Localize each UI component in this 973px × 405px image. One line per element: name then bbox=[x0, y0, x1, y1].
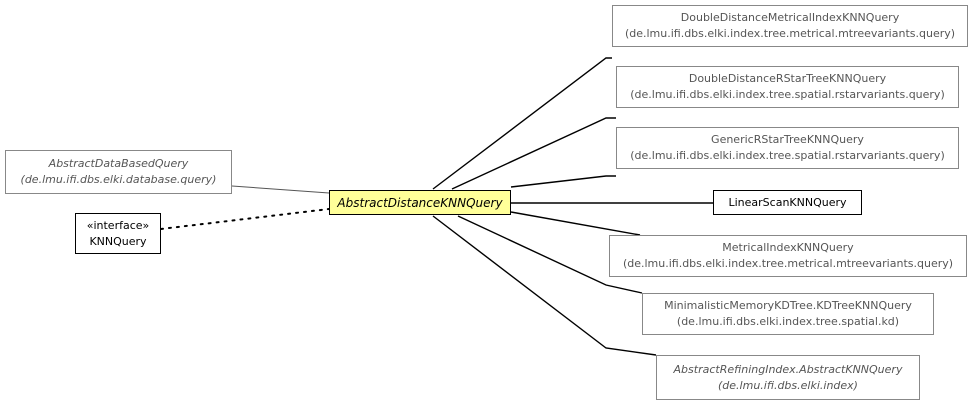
subclass-node[interactable]: DoubleDistanceRStarTreeKNNQuery (de.lmu.… bbox=[616, 66, 959, 108]
superclass-package: (de.lmu.ifi.dbs.elki.database.query) bbox=[20, 173, 217, 186]
edge-subclass-6 bbox=[457, 215, 643, 294]
subclass-name: AbstractRefiningIndex.AbstractKNNQuery bbox=[673, 362, 903, 376]
subclass-package: (de.lmu.ifi.dbs.elki.index.tree.spatial.… bbox=[676, 315, 900, 328]
superclass-name: AbstractDataBasedQuery bbox=[48, 157, 189, 170]
subclass-node[interactable]: AbstractRefiningIndex.AbstractKNNQuery (… bbox=[656, 355, 920, 400]
interface-name: KNNQuery bbox=[89, 234, 147, 248]
subclass-name: MinimalisticMemoryKDTree.KDTreeKNNQuery bbox=[664, 299, 912, 312]
subclass-package: (de.lmu.ifi.dbs.elki.index.tree.spatial.… bbox=[630, 149, 945, 162]
superclass-node[interactable]: AbstractDataBasedQuery (de.lmu.ifi.dbs.e… bbox=[5, 150, 232, 194]
subclass-name: LinearScanKNNQuery bbox=[728, 195, 847, 209]
edge-superclass bbox=[231, 185, 330, 194]
subclass-name: DoubleDistanceMetricalIndexKNNQuery bbox=[680, 11, 900, 24]
edge-subclass-7 bbox=[432, 215, 657, 356]
subclass-package: (de.lmu.ifi.dbs.elki.index.tree.spatial.… bbox=[630, 88, 945, 101]
subclass-node[interactable]: MinimalisticMemoryKDTree.KDTreeKNNQuery … bbox=[642, 293, 934, 335]
subclass-package: (de.lmu.ifi.dbs.elki.index.tree.metrical… bbox=[624, 27, 956, 40]
subclass-node[interactable]: MetricalIndexKNNQuery (de.lmu.ifi.dbs.el… bbox=[609, 235, 967, 277]
subclass-name: GenericRStarTreeKNNQuery bbox=[711, 133, 864, 146]
subclass-package: (de.lmu.ifi.dbs.elki.index.tree.metrical… bbox=[622, 257, 954, 270]
edge-interface bbox=[160, 208, 330, 230]
subclass-package: (de.lmu.ifi.dbs.elki.index) bbox=[718, 378, 858, 392]
focus-class-name: AbstractDistanceKNNQuery bbox=[337, 195, 503, 210]
interface-node[interactable]: «interface» KNNQuery bbox=[75, 213, 161, 254]
subclass-node[interactable]: DoubleDistanceMetricalIndexKNNQuery (de.… bbox=[612, 5, 968, 47]
edge-subclass-2 bbox=[451, 117, 616, 190]
edge-subclass-5 bbox=[510, 211, 641, 236]
edge-subclass-1 bbox=[432, 57, 612, 190]
edge-subclass-3 bbox=[510, 175, 616, 188]
subclass-name: DoubleDistanceRStarTreeKNNQuery bbox=[688, 72, 887, 85]
subclass-node[interactable]: GenericRStarTreeKNNQuery (de.lmu.ifi.dbs… bbox=[616, 127, 959, 169]
subclass-node[interactable]: LinearScanKNNQuery bbox=[713, 190, 862, 215]
subclass-name: MetricalIndexKNNQuery bbox=[722, 241, 854, 254]
focus-class-node[interactable]: AbstractDistanceKNNQuery bbox=[329, 190, 511, 215]
interface-stereotype: «interface» bbox=[86, 218, 150, 232]
